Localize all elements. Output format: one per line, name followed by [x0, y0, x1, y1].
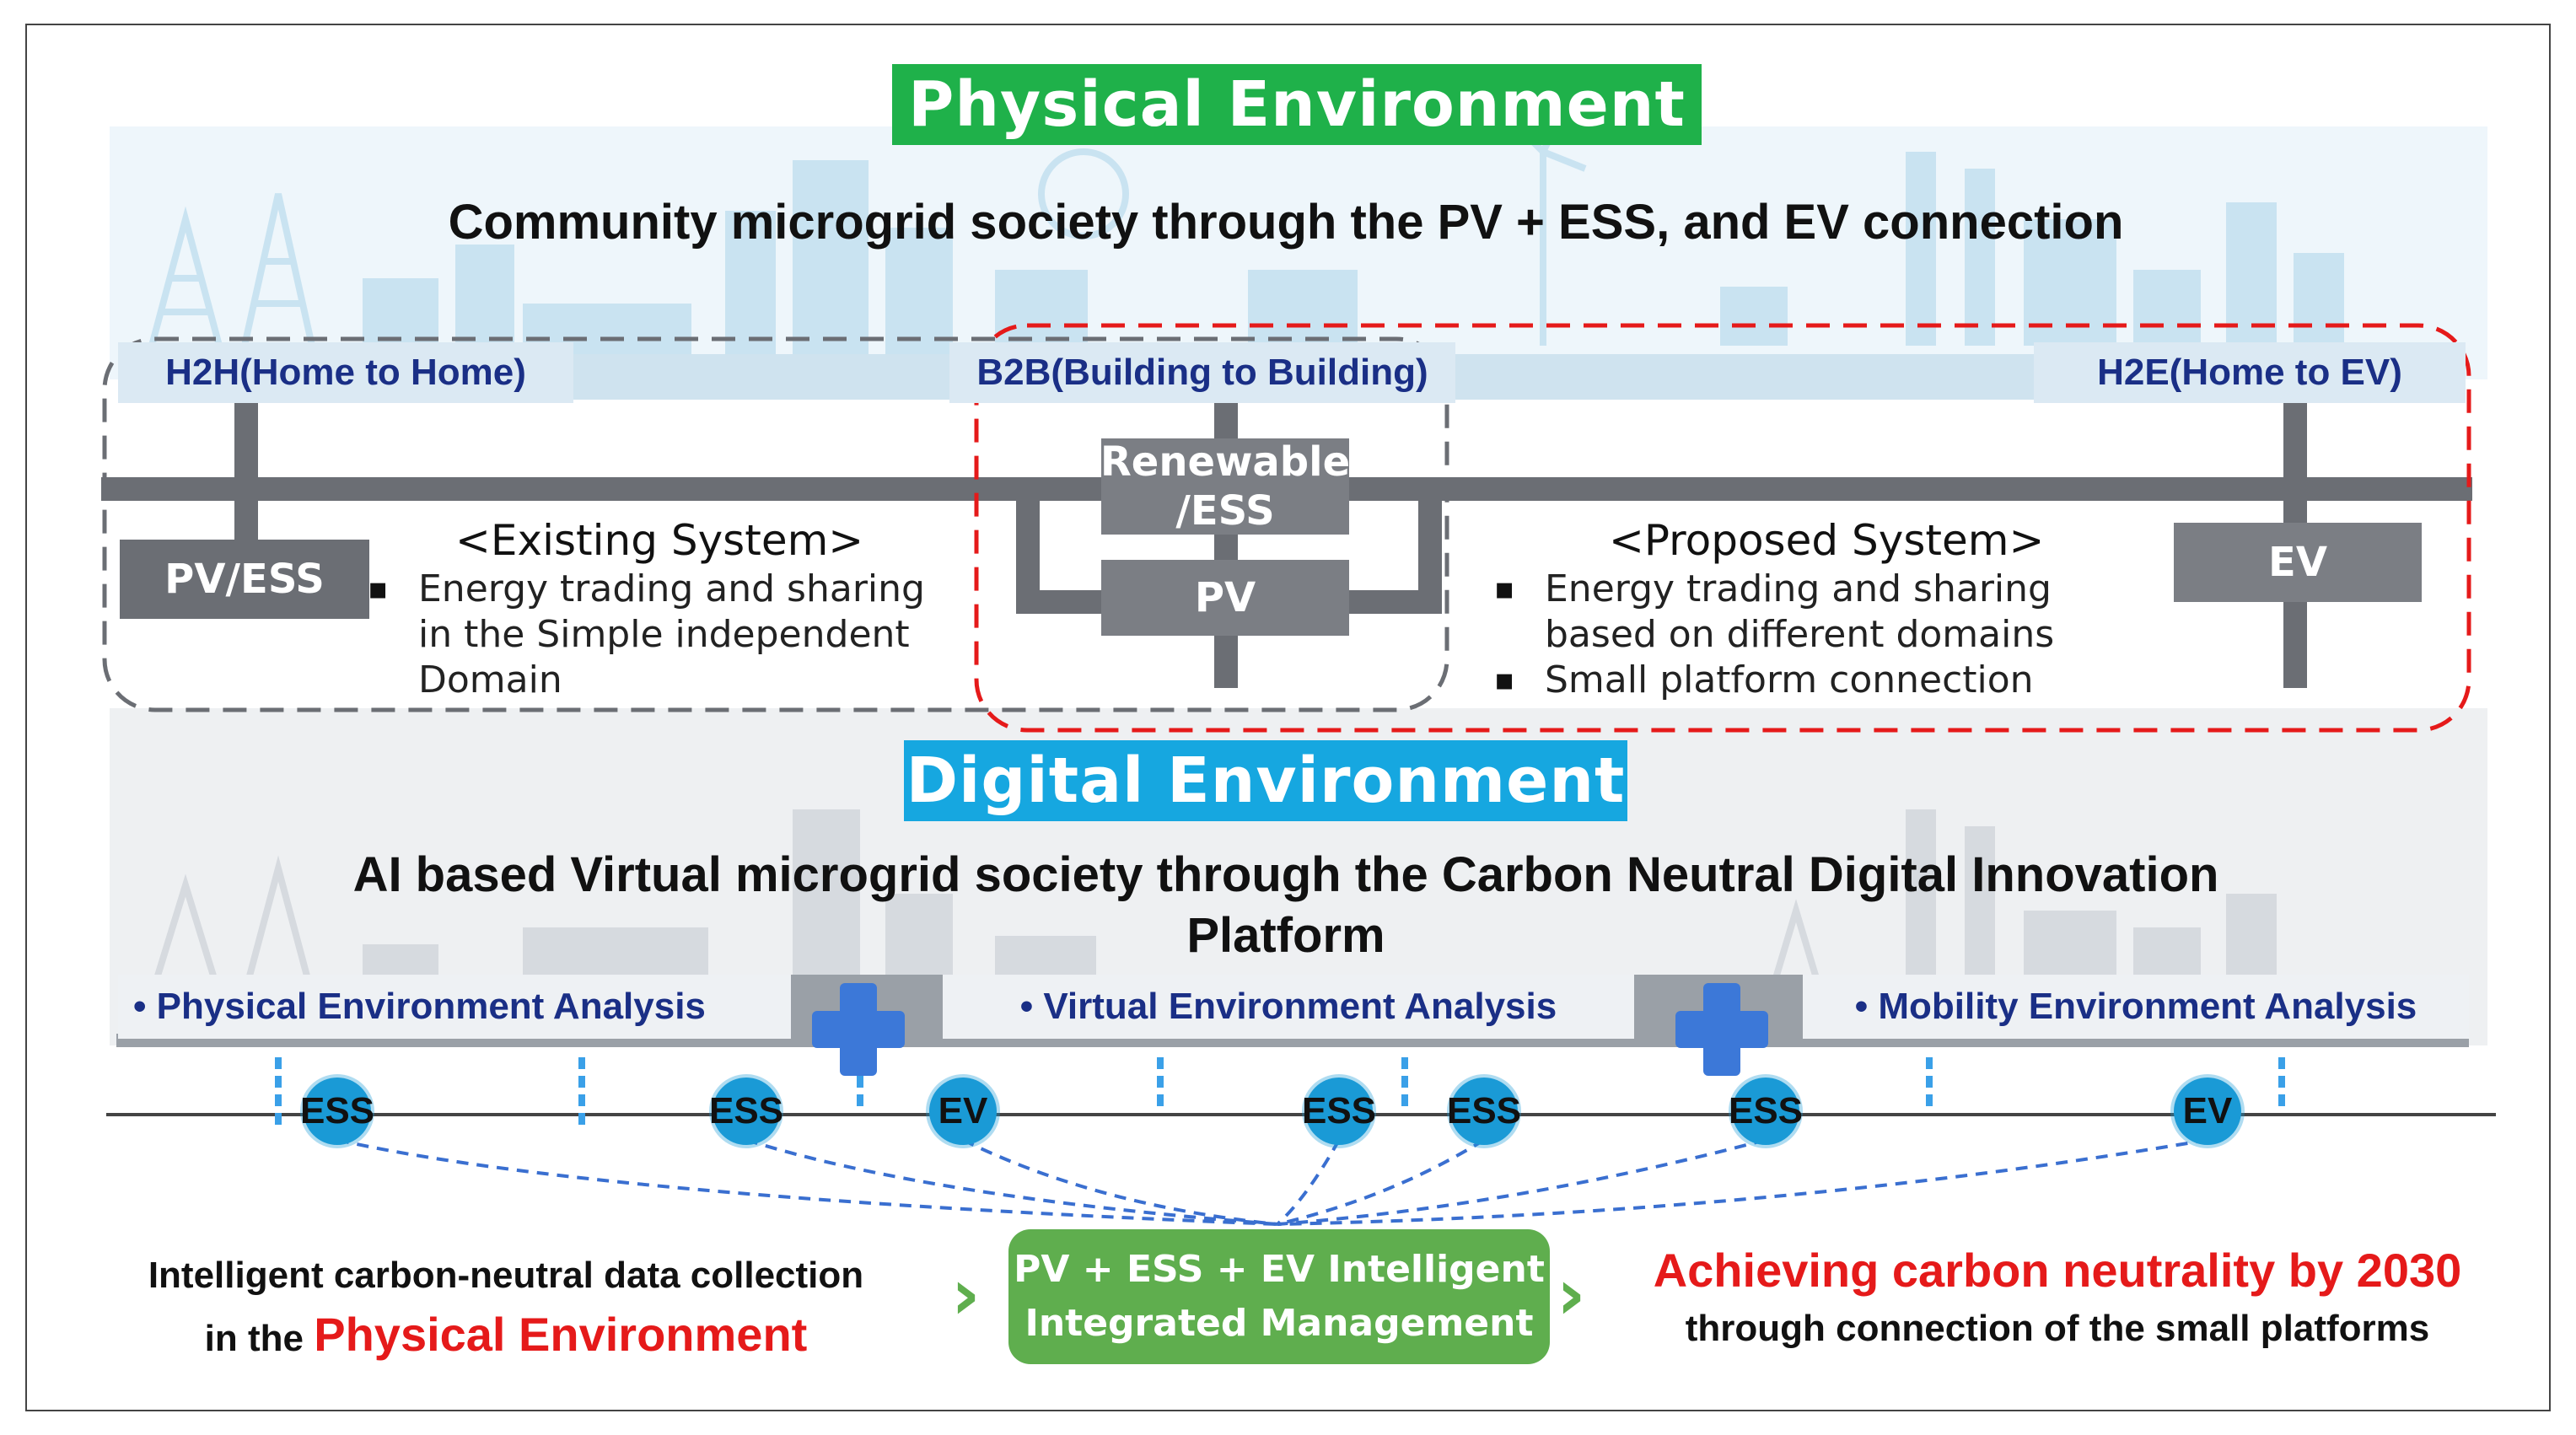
digital-headline-line2: Platform: [1186, 908, 1385, 963]
pylon-icons-top: [148, 99, 1587, 347]
domain-label-b2b: B2B(Building to Building): [949, 342, 1455, 403]
node-ev-2: EV: [2174, 1078, 2241, 1145]
data-collection-line2: in the Physical Environment: [101, 1305, 911, 1368]
digital-headline-line1: AI based Virtual microgrid society throu…: [352, 847, 2219, 902]
physical-environment-banner: Physical Environment: [892, 64, 1702, 145]
proposed-system-title: <Proposed System>: [1609, 516, 2045, 565]
physical-headline: Community microgrid society through the …: [448, 195, 2124, 250]
data-collection-prefix: in the: [204, 1318, 315, 1359]
plus-icons: [812, 983, 1768, 1076]
pylon-icons-bottom: [148, 855, 1825, 997]
existing-system-title: <Existing System>: [455, 516, 864, 565]
existing-item-line3: Domain: [418, 658, 562, 701]
figure-frame: [25, 24, 2551, 1411]
data-collection-caption: Intelligent carbon-neutral data collecti…: [101, 1246, 911, 1368]
analysis-virtual: • Virtual Environment Analysis: [943, 975, 1634, 1039]
existing-system-outline: [102, 336, 1449, 712]
pv-box: PV: [1101, 560, 1349, 636]
domain-bar-filler-left: [573, 354, 949, 400]
signal-markers: [275, 1057, 2285, 1130]
proposed-item-2: Small platform connection: [1494, 658, 2054, 703]
data-collection-line1: Intelligent carbon-neutral data collecti…: [148, 1255, 864, 1296]
digital-environment-banner: Digital Environment: [904, 740, 1627, 821]
domain-label-h2h: H2H(Home to Home): [118, 342, 573, 403]
proposed-item-line2: based on different domains: [1545, 613, 2055, 656]
management-line1: PV + ESS + EV Intelligent: [1014, 1248, 1545, 1291]
ev-box: EV: [2174, 523, 2422, 602]
analysis-mobility: • Mobility Environment Analysis: [1803, 975, 2469, 1039]
renewable-ess-box: Renewable /ESS: [1100, 438, 1351, 535]
node-ess-2: ESS: [709, 1078, 783, 1145]
node-ess-4: ESS: [1447, 1078, 1521, 1145]
carbon-neutrality-subtext: through connection of the small platform…: [1685, 1308, 2430, 1349]
renewable-ess-label: /ESS: [1175, 487, 1275, 535]
integrated-management-box: PV + ESS + EV Intelligent Integrated Man…: [1008, 1229, 1550, 1364]
chevron-right-icon-left: ›: [951, 1253, 981, 1336]
domain-bar-filler-right: [1455, 354, 2034, 400]
data-collection-highlight: Physical Environment: [314, 1308, 808, 1361]
digital-headline: AI based Virtual microgrid society throu…: [169, 845, 2403, 966]
proposed-system-list: Energy trading and sharing based on diff…: [1494, 567, 2054, 703]
carbon-neutrality-caption: Achieving carbon neutrality by 2030 thro…: [1602, 1238, 2513, 1354]
management-line2: Integrated Management: [1024, 1302, 1534, 1345]
domain-label-h2e: H2E(Home to EV): [2034, 342, 2466, 403]
node-ess-5: ESS: [1729, 1078, 1803, 1145]
node-ess-3: ESS: [1302, 1078, 1376, 1145]
renewable-label: Renewable: [1100, 438, 1351, 486]
existing-item-line1: Energy trading and sharing: [368, 567, 925, 612]
node-ess-1: ESS: [300, 1078, 374, 1145]
existing-item-line2: in the Simple independent: [418, 613, 910, 656]
data-flow-curves: [336, 1138, 2208, 1226]
pv-ess-box: PV/ESS: [120, 540, 369, 619]
proposed-item-line1: Energy trading and sharing: [1494, 567, 2054, 612]
chevron-right-icon-right: ›: [1557, 1253, 1586, 1336]
node-ev-1: EV: [929, 1078, 997, 1145]
carbon-neutrality-goal: Achieving carbon neutrality by 2030: [1653, 1244, 2462, 1297]
analysis-physical: • Physical Environment Analysis: [118, 975, 791, 1039]
existing-system-list: Energy trading and sharing in the Simple…: [368, 567, 925, 703]
